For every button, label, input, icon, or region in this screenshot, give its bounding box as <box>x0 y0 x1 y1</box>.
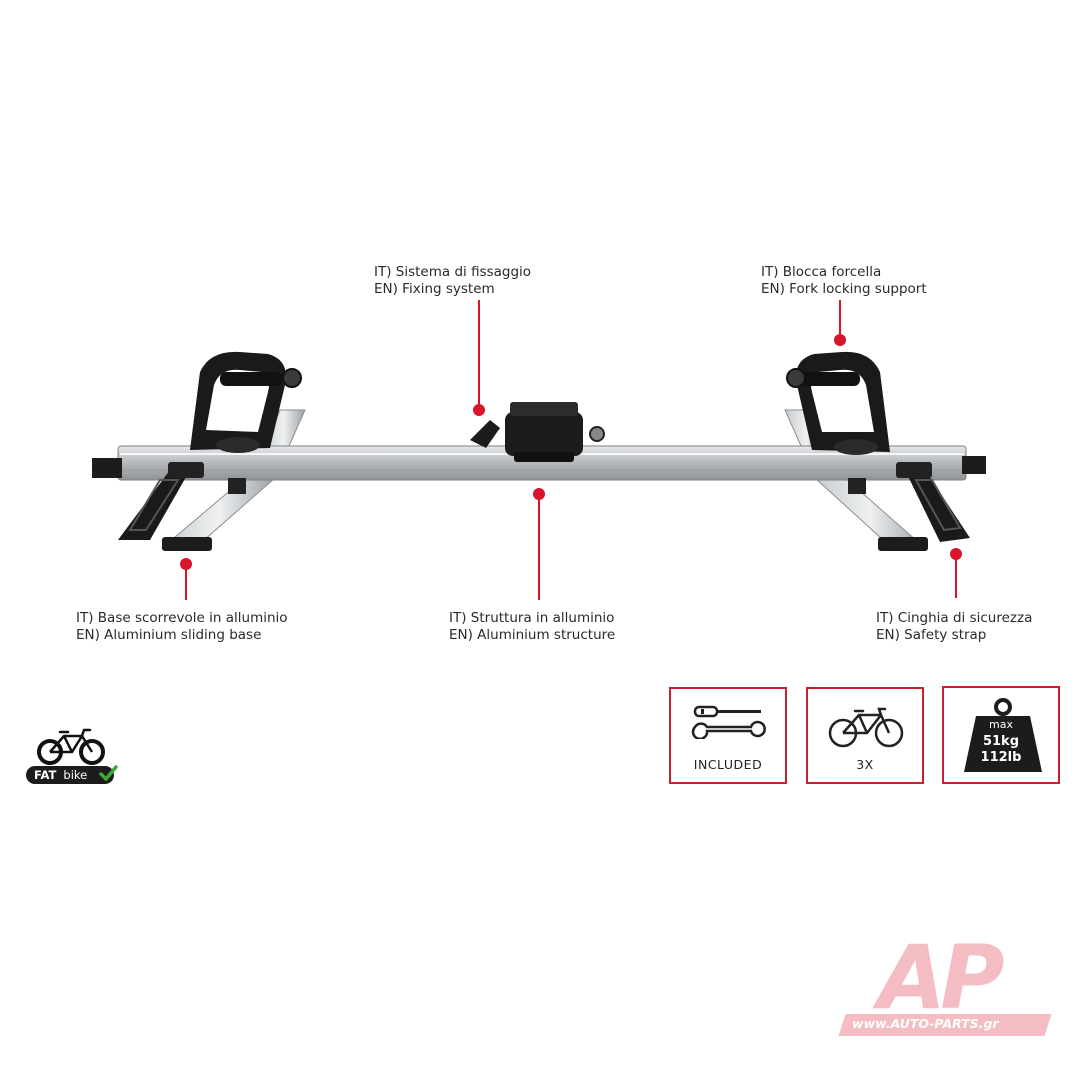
tools-label: INCLUDED <box>693 757 763 772</box>
base-en-text: EN) Aluminium sliding base <box>76 627 262 643</box>
right-sliding-base <box>813 477 928 551</box>
structure-it-text: IT) Struttura in alluminio <box>449 610 615 626</box>
fat-text: FAT <box>34 768 57 782</box>
bike-capacity-badge: 3X <box>806 687 924 784</box>
fork-callout: IT) Blocca forcella EN) Fork locking sup… <box>761 264 927 298</box>
fixing-en-text: EN) Fixing system <box>374 281 495 297</box>
right-fork-holder <box>786 351 890 455</box>
watermark-logo-text: AP <box>878 926 1005 1029</box>
fat-bike-label: FAT bike <box>26 766 114 784</box>
fork-pin-dot <box>834 334 846 346</box>
fat-bike-icon <box>37 728 105 765</box>
strap-callout: IT) Cinghia di sicurezza EN) Safety stra… <box>876 610 1032 644</box>
structure-pin-line <box>538 496 540 600</box>
max-weight-badge: max 51kg 112lb <box>942 686 1060 784</box>
auto-parts-watermark: AP www.AUTO-PARTS.gr <box>838 930 1052 1048</box>
watermark-url-text: www.AUTO-PARTS.gr <box>852 1016 999 1031</box>
strap-it-text: IT) Cinghia di sicurezza <box>876 610 1033 626</box>
left-safety-strap <box>118 462 204 540</box>
base-it-text: IT) Base scorrevole in alluminio <box>76 610 288 626</box>
weight-lb-text: 112lb <box>980 750 1022 765</box>
strap-pin-line <box>955 556 957 598</box>
fat-bike-badge: FAT bike <box>24 726 120 788</box>
structure-en-text: EN) Aluminium structure <box>449 627 616 643</box>
left-fork-holder <box>190 351 302 453</box>
fixing-pin-dot <box>473 404 485 416</box>
fixing-callout: IT) Sistema di fissaggio EN) Fixing syst… <box>374 264 531 298</box>
weight-icon <box>964 698 1042 772</box>
tools-icon <box>691 705 766 739</box>
right-safety-strap <box>896 462 970 542</box>
fork-en-text: EN) Fork locking support <box>761 281 927 297</box>
central-fixing-system <box>470 402 605 462</box>
main-bar <box>92 445 986 481</box>
bike-capacity-label: 3X <box>856 757 874 772</box>
base-pin-dot <box>180 558 192 570</box>
strap-en-text: EN) Safety strap <box>876 627 987 643</box>
bicycle-icon <box>828 707 904 748</box>
fixing-it-text: IT) Sistema di fissaggio <box>374 264 532 280</box>
check-icon <box>99 765 118 781</box>
fork-it-text: IT) Blocca forcella <box>761 264 882 280</box>
tools-included-badge: INCLUDED <box>669 687 787 784</box>
base-pin-line <box>185 566 187 600</box>
weight-max-text: max <box>989 718 1013 731</box>
fixing-pin-line <box>478 300 480 408</box>
base-callout: IT) Base scorrevole in alluminio EN) Alu… <box>76 610 288 644</box>
structure-callout: IT) Struttura in alluminio EN) Aluminium… <box>449 610 615 644</box>
weight-kg-text: 51kg <box>982 734 1020 749</box>
bike-text: bike <box>63 768 88 782</box>
fork-pin-line <box>839 300 841 338</box>
structure-pin-dot <box>533 488 545 500</box>
strap-pin-dot <box>950 548 962 560</box>
